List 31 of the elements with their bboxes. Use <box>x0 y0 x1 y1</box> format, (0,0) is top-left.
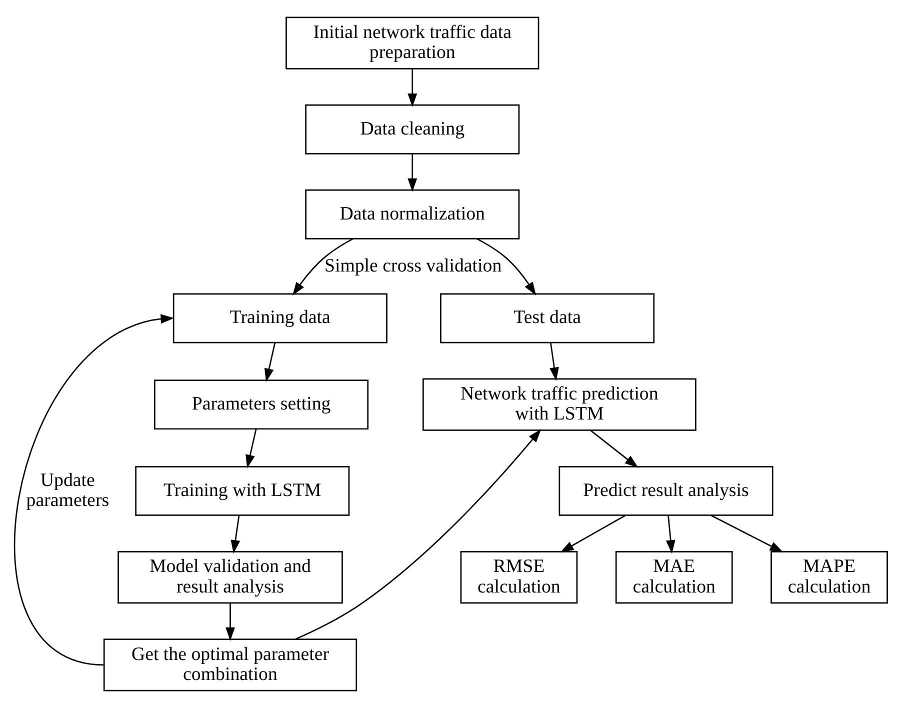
arrow <box>408 68 418 107</box>
arrow <box>14 314 174 666</box>
node-box: Parameters setting <box>154 379 369 430</box>
arrow <box>295 428 542 640</box>
node-box: Data cleaning <box>305 104 520 154</box>
node-box: Training with LSTM <box>135 465 350 516</box>
arrow <box>246 428 257 468</box>
node-box: Data normalization <box>305 188 520 239</box>
arrow <box>590 430 638 468</box>
arrow <box>264 342 276 382</box>
node-box: Get the optimal parameter combination <box>103 638 358 691</box>
arrow <box>476 238 536 296</box>
arrow <box>292 238 354 296</box>
arrow <box>230 514 240 554</box>
edge-label: Simple cross validation <box>324 254 502 276</box>
node-box: MAE calculation <box>615 550 733 604</box>
edge-label: Update parameters <box>26 469 110 511</box>
arrow <box>666 515 676 554</box>
arrow <box>560 514 626 552</box>
node-box: Model validation and result analysis <box>118 550 343 604</box>
node-box: Network traffic prediction with LSTM <box>422 378 696 430</box>
node-box: Test data <box>440 292 655 343</box>
arrow <box>550 342 559 380</box>
node-box: Predict result analysis <box>558 465 774 516</box>
arrow <box>226 602 235 640</box>
arrow <box>710 514 784 552</box>
node-box: RMSE calculation <box>460 550 578 604</box>
node-box: Training data <box>172 292 388 343</box>
node-box: MAPE calculation <box>770 550 888 604</box>
node-box: Initial network traffic data preparation <box>286 16 540 69</box>
arrow <box>408 154 418 192</box>
